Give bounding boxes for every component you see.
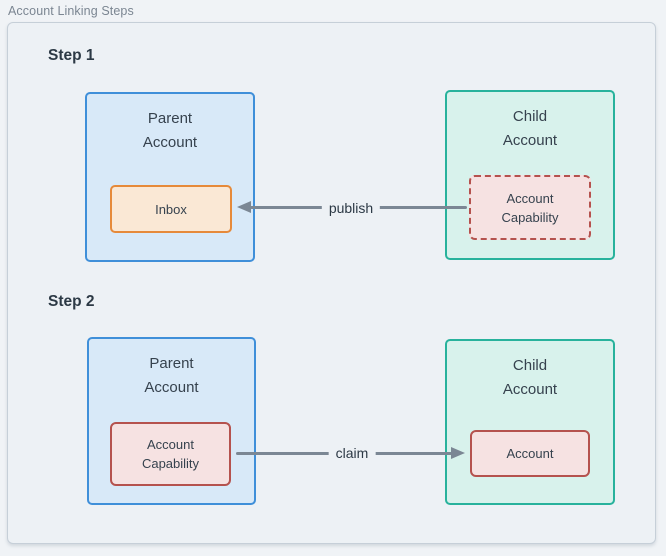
step-2-heading: Step 2 bbox=[48, 293, 95, 310]
diagram-title: Account Linking Steps bbox=[8, 4, 134, 18]
arrowhead-left-icon bbox=[237, 201, 251, 213]
publish-arrow-label: publish bbox=[321, 200, 381, 216]
step-1-parent-account-title: Parent Account bbox=[142, 110, 198, 151]
step-1-heading: Step 1 bbox=[48, 47, 95, 64]
step-2-child-account-title: Child Account bbox=[502, 357, 558, 398]
step-2-account-node: Account bbox=[470, 430, 590, 477]
claim-arrow-label: claim bbox=[328, 445, 376, 461]
step-1-account-capability-node: Account Capability bbox=[469, 175, 591, 240]
step-2-child-account-node: Child Account bbox=[445, 339, 615, 505]
step-2-parent-account-title: Parent Account bbox=[144, 355, 199, 396]
step-1-parent-account-node: Parent Account bbox=[85, 92, 255, 262]
arrowhead-right-icon bbox=[451, 447, 465, 459]
step-1-child-account-title: Child Account bbox=[502, 108, 558, 149]
step-2-account-capability-node: Account Capability bbox=[110, 422, 231, 486]
step-1-inbox-node: Inbox bbox=[110, 185, 232, 233]
